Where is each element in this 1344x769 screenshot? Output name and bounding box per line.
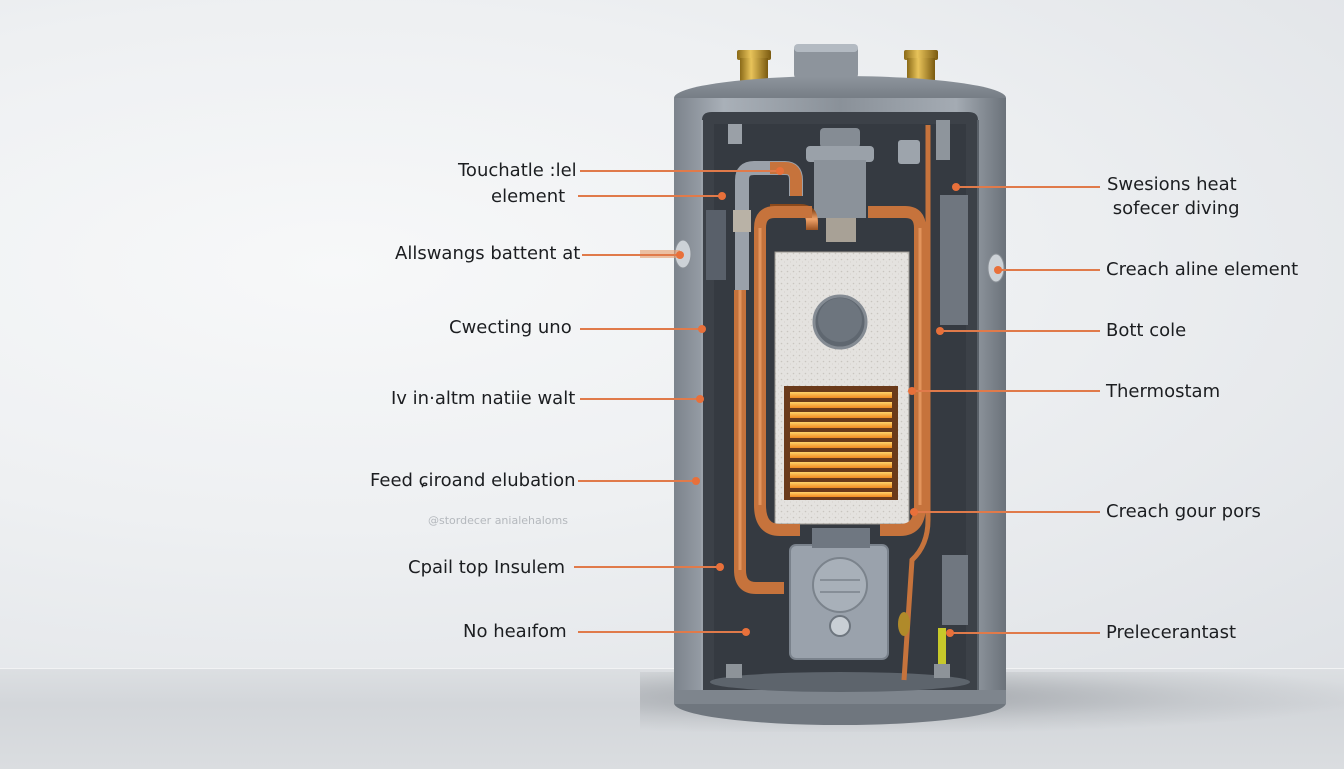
callout-dot	[946, 629, 954, 637]
leader-line	[580, 398, 700, 400]
callout-label: Touchatle :lel	[458, 160, 577, 181]
callout-dot	[716, 563, 724, 571]
callout-label: Iv in·altm natiie walt	[391, 388, 576, 409]
callout-dot	[952, 183, 960, 191]
leader-line	[580, 170, 780, 172]
callout-dot	[910, 508, 918, 516]
callout-dot	[936, 327, 944, 335]
callout-label: Creach gour pors	[1106, 501, 1261, 522]
leader-line	[582, 254, 680, 256]
callout-dot	[908, 387, 916, 395]
callout-label: Thermostam	[1106, 381, 1221, 402]
leader-line	[940, 330, 1100, 332]
callout-label: Cwecting uno	[449, 317, 572, 338]
leader-line	[578, 195, 722, 197]
floor	[0, 668, 1344, 769]
leader-line	[578, 480, 696, 482]
callout-label: Feed ɕiroand elubation	[370, 470, 576, 491]
background-wall	[0, 0, 1344, 668]
leader-line	[580, 328, 702, 330]
callout-label: Bott cole	[1106, 320, 1187, 341]
callout-label: Swesions heat sofecer diving	[1107, 174, 1240, 219]
callout-label: No heaıfom	[463, 621, 567, 642]
leader-line	[998, 269, 1100, 271]
callout-label: Creach aline element	[1106, 259, 1299, 280]
watermark: @stordecer anialehaloms	[428, 514, 568, 527]
callout-label: element	[491, 186, 566, 207]
callout-label: Prelecerantast	[1106, 622, 1237, 643]
leader-line	[578, 631, 746, 633]
callout-dot	[676, 251, 684, 259]
callout-dot	[692, 477, 700, 485]
leader-line	[912, 390, 1100, 392]
callout-dot	[742, 628, 750, 636]
leader-line	[914, 511, 1100, 513]
callout-dot	[696, 395, 704, 403]
callout-dot	[718, 192, 726, 200]
callout-label: Cpail top Insulem	[408, 557, 566, 578]
callout-dot	[776, 167, 784, 175]
callout-dot	[994, 266, 1002, 274]
leader-line	[574, 566, 720, 568]
callout-dot	[698, 325, 706, 333]
callout-label: Allswangs battent at	[395, 243, 581, 264]
leader-line	[956, 186, 1100, 188]
leader-line	[950, 632, 1100, 634]
